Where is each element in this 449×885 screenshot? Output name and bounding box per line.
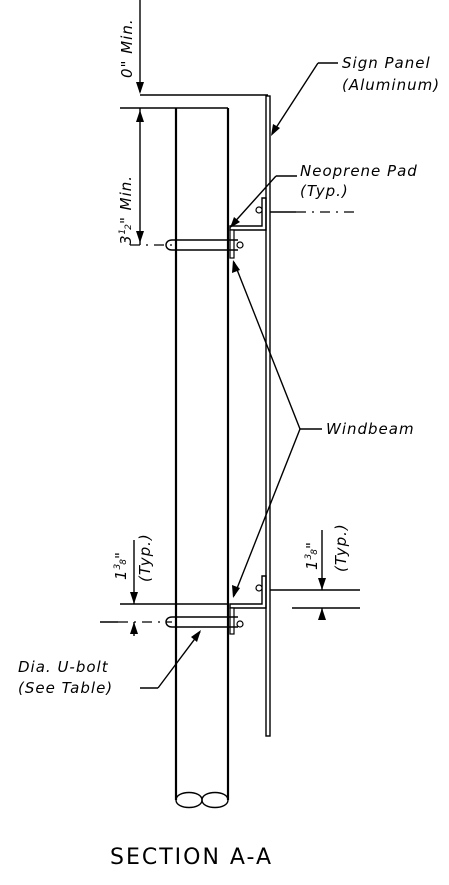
offset-left-typ: (Typ.) [136, 533, 154, 582]
windbeam-callout: Windbeam [232, 260, 415, 598]
windbeam-upper [229, 197, 267, 259]
min-spacing-suffix: " Min. [117, 175, 135, 224]
neoprene-label: Neoprene Pad [300, 162, 418, 180]
post [174, 107, 230, 809]
offset-left-label: 138" [112, 551, 130, 580]
min-top-label: 0" Min. [118, 18, 136, 78]
min-spacing-den: 2 [124, 224, 134, 230]
ubolt-upper [130, 239, 238, 251]
offset-left-whole: 1 [112, 569, 130, 580]
offset-right-typ: (Typ.) [332, 523, 350, 572]
offset-right-suffix: " [303, 541, 321, 549]
min-spacing-label: 312" Min. [117, 175, 135, 245]
dimension-offset-left: 138" (Typ.) [100, 533, 228, 636]
ubolt-sublabel: (See Table) [18, 679, 113, 697]
sign-panel-callout: Sign Panel (Aluminum) [271, 54, 440, 136]
sign-panel [265, 95, 271, 737]
min-spacing-num: 1 [118, 229, 128, 235]
offset-right-den: 8 [310, 549, 320, 555]
offset-right-label: 138" [303, 541, 321, 570]
sign-panel-label: Sign Panel [342, 54, 431, 72]
neoprene-callout: Neoprene Pad (Typ.) [230, 162, 418, 228]
section-title: SECTION A-A [110, 845, 273, 870]
offset-right-num: 3 [304, 553, 314, 559]
neoprene-sublabel: (Typ.) [300, 182, 349, 200]
min-spacing-whole: 3 [117, 234, 135, 245]
ubolt-lower [118, 616, 238, 628]
dimension-top: 0" Min. [118, 0, 268, 109]
sign-panel-sublabel: (Aluminum) [342, 76, 440, 94]
windbeam-label: Windbeam [326, 420, 415, 438]
dimension-spacing: 312" Min. [117, 108, 144, 245]
offset-right-whole: 1 [303, 559, 321, 570]
dimension-offset-right: 138" (Typ.) [270, 523, 360, 620]
windbeam-lower [229, 575, 267, 635]
offset-left-num: 3 [113, 563, 123, 569]
offset-left-suffix: " [112, 551, 130, 559]
offset-left-den: 8 [119, 559, 129, 565]
ubolt-label: Dia. U-bolt [18, 658, 109, 676]
ubolt-callout: Dia. U-bolt (See Table) [18, 630, 201, 697]
